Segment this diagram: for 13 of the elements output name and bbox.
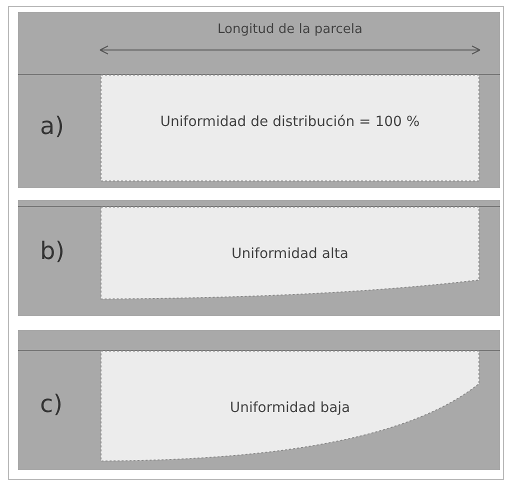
profile-text: Uniformidad baja bbox=[228, 400, 352, 416]
profile-text: Uniformidad alta bbox=[230, 246, 350, 262]
profile-text: Uniformidad de distribución = 100 % bbox=[159, 114, 421, 130]
panel-band bbox=[18, 200, 500, 316]
water-profile-area bbox=[100, 74, 480, 182]
panel-letter: b) bbox=[40, 237, 65, 265]
dimension-label: Longitud de la parcela bbox=[216, 22, 364, 37]
water-profile-area bbox=[100, 350, 480, 462]
panel-letter: c) bbox=[40, 390, 63, 418]
water-profile-area bbox=[100, 206, 480, 300]
panel-letter: a) bbox=[40, 112, 64, 140]
panel-band bbox=[18, 330, 500, 470]
panel-band bbox=[18, 12, 500, 188]
